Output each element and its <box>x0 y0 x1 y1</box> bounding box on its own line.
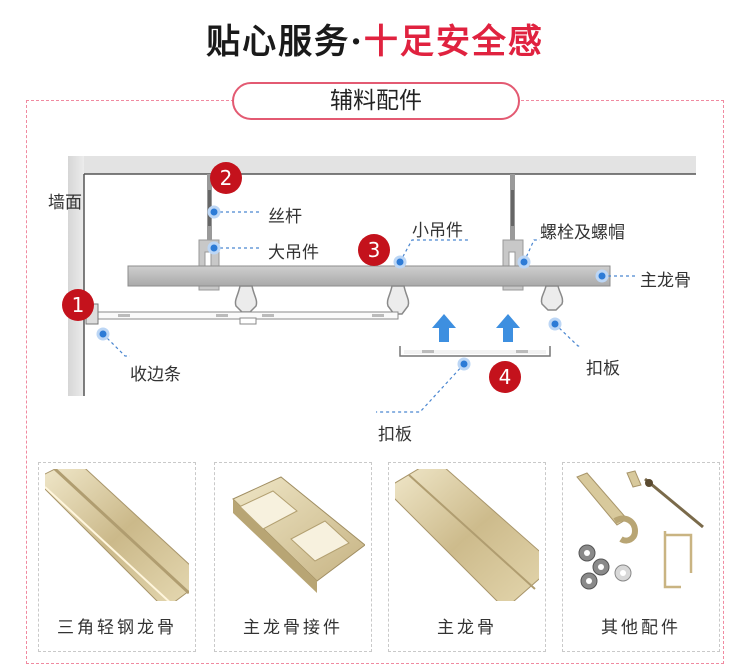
svg-text:1: 1 <box>72 293 85 317</box>
small-hanger-3 <box>540 285 564 311</box>
svg-text:4: 4 <box>499 365 512 389</box>
label-bolt-nut: 螺栓及螺帽 <box>540 223 625 243</box>
marker-2: 2 <box>210 162 242 194</box>
label-panel-right: 扣板 <box>586 359 620 379</box>
dot-edge-strip <box>96 327 110 341</box>
headline: 贴心服务·十足安全感 <box>0 14 750 63</box>
installed-panel <box>93 311 399 325</box>
label-big-hanger: 大吊件 <box>268 243 319 263</box>
product-card-main-keel: 主龙骨 <box>388 462 546 652</box>
main-keel-image <box>395 469 539 601</box>
keel-connector-image <box>221 469 365 601</box>
product-card-triangle-keel: 三角轻钢龙骨 <box>38 462 196 652</box>
headline-part2: 十足安全感 <box>363 22 544 62</box>
dot-bolt <box>517 255 531 269</box>
accessories-image <box>569 469 713 601</box>
product-label: 主龙骨 <box>437 618 497 638</box>
wall <box>68 156 84 396</box>
headline-part1: 贴心服务· <box>206 22 364 62</box>
dot-main-keel <box>595 269 609 283</box>
lower-panel <box>399 346 551 357</box>
product-label: 主龙骨接件 <box>243 618 343 638</box>
product-card-accessories: 其他配件 <box>562 462 720 652</box>
product-label: 其他配件 <box>601 618 681 638</box>
svg-text:3: 3 <box>368 238 381 262</box>
marker-4: 4 <box>489 361 521 393</box>
small-hanger-2 <box>386 285 410 315</box>
dot-small-hanger <box>393 255 407 269</box>
up-arrow-2 <box>496 314 520 342</box>
dot-panel-right <box>548 317 562 331</box>
triangle-keel-image <box>45 469 189 601</box>
label-main-keel: 主龙骨 <box>640 271 691 291</box>
ceiling-diagram: 1 2 3 4 <box>62 156 696 413</box>
leader-lines <box>102 211 636 413</box>
main-keel-bar <box>127 265 611 287</box>
label-small-hanger: 小吊件 <box>412 221 463 241</box>
ceiling-slab <box>68 156 696 174</box>
callout-dots <box>96 205 609 371</box>
svg-text:2: 2 <box>220 166 233 190</box>
up-arrow-1 <box>432 314 456 342</box>
product-card-keel-connector: 主龙骨接件 <box>214 462 372 652</box>
dot-rod <box>207 205 221 219</box>
rod-right <box>510 174 515 244</box>
label-wall: 墙面 <box>48 193 82 213</box>
section-title: 辅料配件 <box>232 82 520 120</box>
marker-1: 1 <box>62 289 94 321</box>
dot-panel-bottom <box>457 357 471 371</box>
small-hanger-1 <box>234 285 258 313</box>
label-rod: 丝杆 <box>268 207 302 227</box>
product-label: 三角轻钢龙骨 <box>57 618 177 638</box>
marker-3: 3 <box>358 234 390 266</box>
label-panel-bottom: 扣板 <box>378 425 412 445</box>
label-edge-strip: 收边条 <box>130 365 181 385</box>
dot-big-hanger <box>207 241 221 255</box>
